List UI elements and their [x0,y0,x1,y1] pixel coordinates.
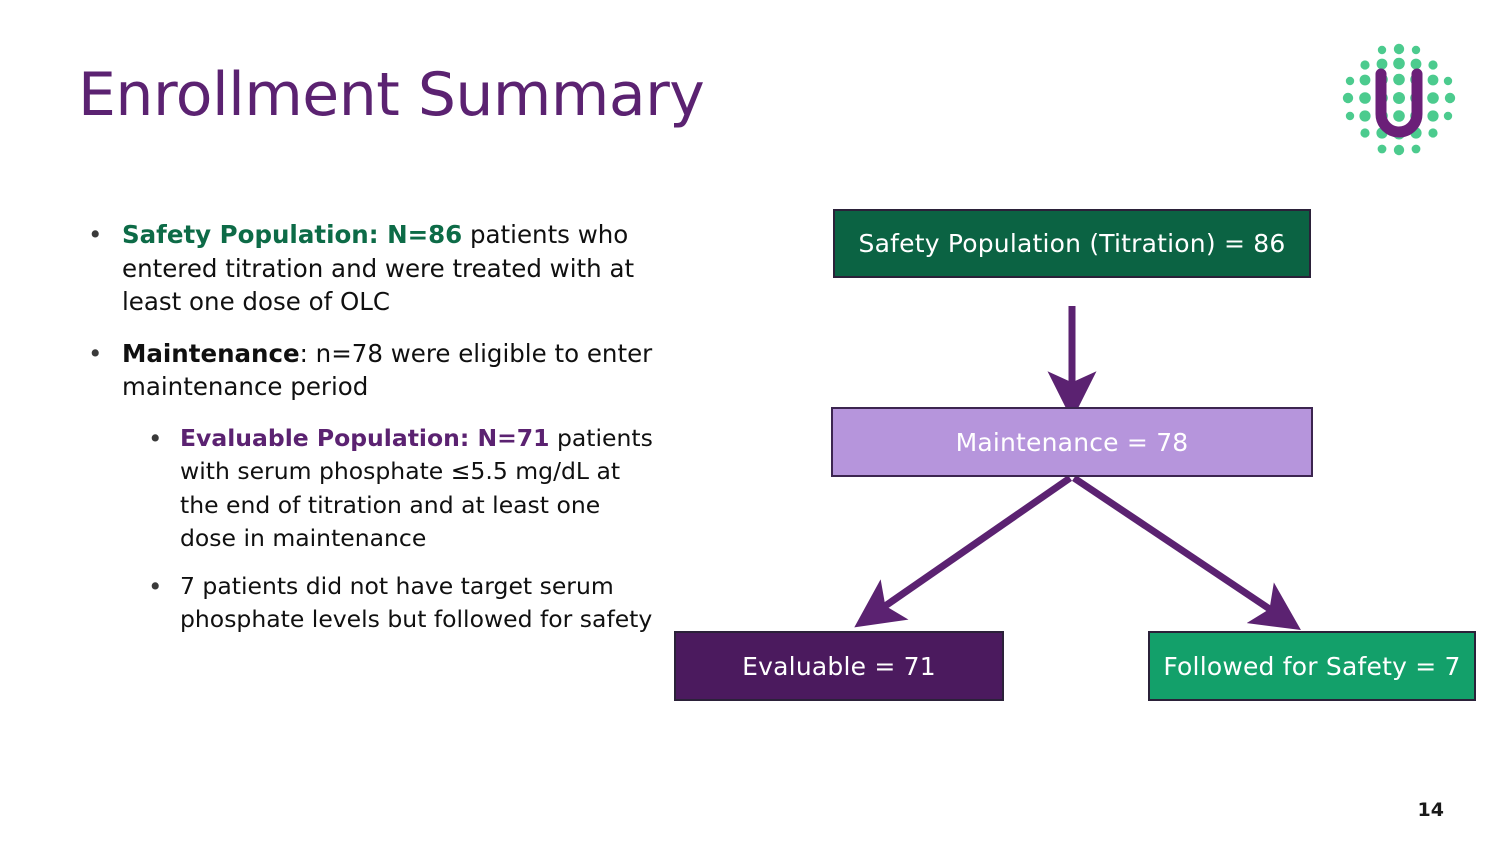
flowchart-arrows [854,306,1301,631]
list-item-lead: Evaluable Population: N=71 [180,423,550,452]
list-item-lead: Maintenance [122,338,300,368]
flow-node-label: Safety Population (Titration) = 86 [858,229,1286,258]
list-item: • Evaluable Population: N=71 patients wi… [136,422,658,556]
flow-node-followed-for-safety: Followed for Safety = 7 [1148,631,1476,701]
list-item-text: patients who entered titration and were … [122,220,635,316]
flow-node-label: Maintenance = 78 [955,427,1189,457]
bullet-marker-icon: • [148,423,163,453]
arrow-maintenance-to-followed [1072,475,1301,631]
bullet-list: • Safety Population: N=86 patients who e… [78,218,658,651]
flow-node-evaluable: Evaluable = 71 [674,631,1004,701]
arrow-maintenance-to-evaluable [854,475,1072,628]
bullet-marker-icon: • [88,220,103,249]
flow-node-label: Evaluable = 71 [742,651,936,681]
list-item: • 7 patients did not have target serum p… [136,570,658,637]
bullet-marker-icon: • [148,571,163,601]
list-item-lead: Safety Population: N=86 [122,220,463,249]
list-item-text: 7 patients did not have target serum pho… [180,571,653,634]
flow-node-maintenance: Maintenance = 78 [831,407,1313,477]
page-number: 14 [1417,799,1444,821]
list-item: • Maintenance: n=78 were eligible to ent… [78,337,658,404]
flow-node-safety-population: Safety Population (Titration) = 86 [833,209,1311,278]
company-logo-icon [1337,38,1461,162]
bullet-marker-icon: • [88,338,103,368]
list-item: • Safety Population: N=86 patients who e… [78,218,658,319]
flow-node-label: Followed for Safety = 7 [1163,651,1461,681]
page-title: Enrollment Summary [78,60,705,130]
list-item-text: patients with serum phosphate ≤5.5 mg/dL… [180,423,653,553]
enrollment-flowchart: Safety Population (Titration) = 86 Maint… [660,190,1490,720]
list-item-text: : n=78 were eligible to enter maintenanc… [122,338,653,402]
